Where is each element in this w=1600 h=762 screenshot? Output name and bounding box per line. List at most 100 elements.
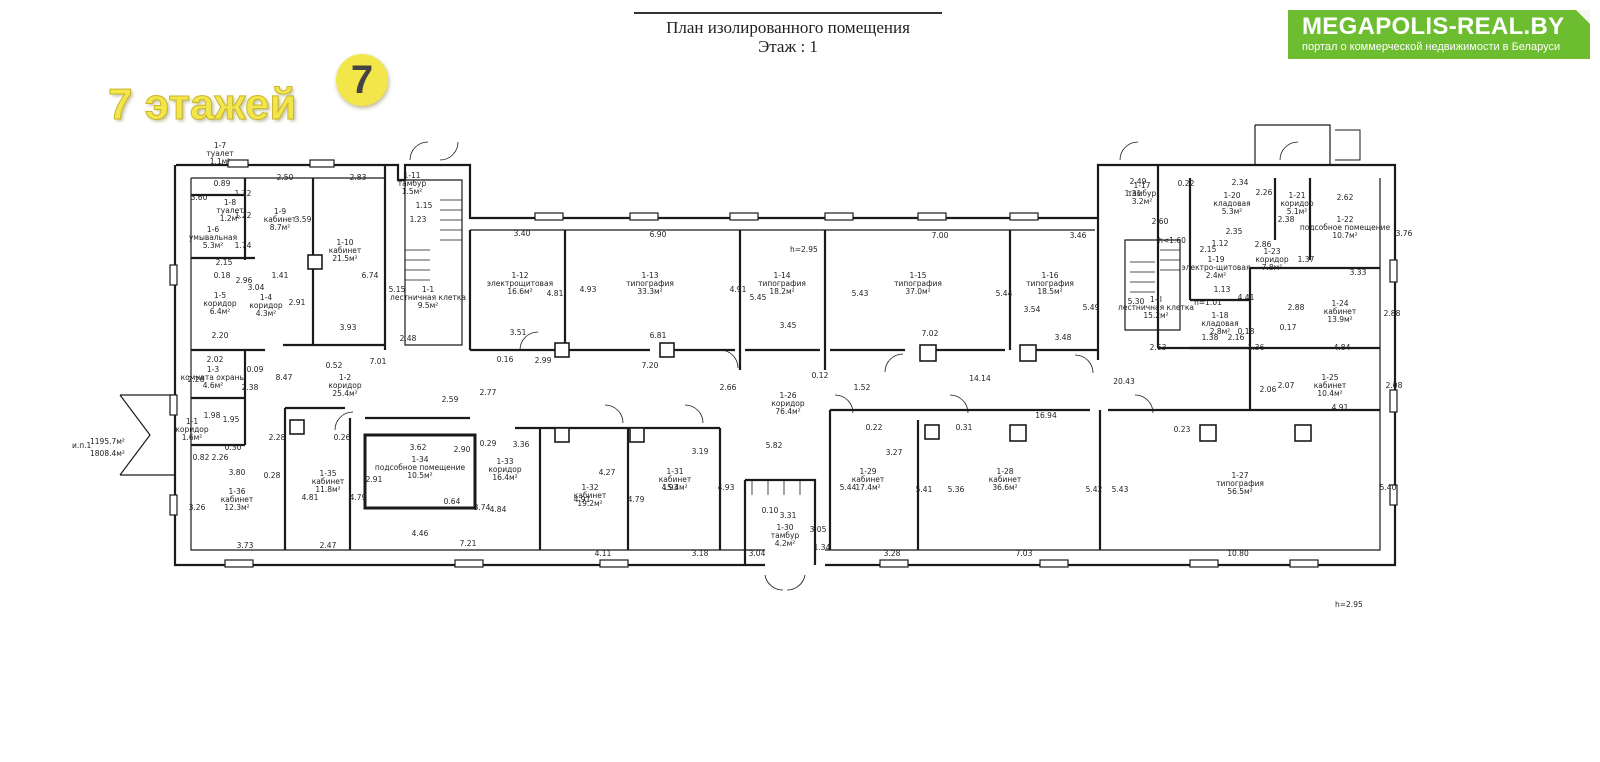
- dimension-label: 4.27: [599, 468, 616, 477]
- dimension-label: 1.32: [235, 189, 252, 198]
- dimension-label: 3.93: [340, 323, 357, 332]
- dimension-label: 3.04: [749, 549, 766, 558]
- total-area-1: 1195.7м²: [90, 437, 125, 446]
- dimension-label: 2.59: [442, 395, 459, 404]
- dimension-label: 20.43: [1113, 377, 1135, 386]
- dimension-label: 5.43: [1112, 485, 1129, 494]
- dimension-label: 3.60: [191, 193, 208, 202]
- corner-fold-icon: [1576, 10, 1590, 24]
- dimension-label: 2.90: [454, 445, 471, 454]
- dimension-label: 2.63: [1150, 343, 1167, 352]
- dimension-label: 3.76: [1396, 229, 1413, 238]
- dimension-label: 0.10: [762, 506, 779, 515]
- dimension-label: 0.52: [326, 361, 343, 370]
- dimension-label: 0.22: [1178, 179, 1195, 188]
- title-rule: [634, 12, 942, 14]
- dimension-label: 4.84: [1334, 343, 1351, 352]
- dimension-label: 7.01: [370, 357, 387, 366]
- area-prefix: и.п.1: [72, 441, 92, 450]
- dimension-label: 8.47: [276, 373, 293, 382]
- dimension-label: 5.49: [1083, 303, 1100, 312]
- dimension-label: 2.49: [1130, 177, 1147, 186]
- dimension-label: 1.15: [416, 201, 433, 210]
- dimension-label: 3.80: [229, 468, 246, 477]
- dimension-label: 2.20: [212, 331, 229, 340]
- dimension-label: 7.03: [1016, 549, 1033, 558]
- dimension-label: 0.26: [334, 433, 351, 442]
- dimension-label: 5.40: [1380, 483, 1397, 492]
- dimension-label: 4.91: [1332, 403, 1349, 412]
- dimension-label: 4.46: [412, 529, 429, 538]
- dimension-label: 2.06: [1260, 385, 1277, 394]
- dimension-label: 3.36: [513, 440, 530, 449]
- dimension-label: 2.28: [269, 433, 286, 442]
- dimension-label: 2.38: [1278, 215, 1295, 224]
- columns: [289, 254, 1312, 443]
- dimension-label: 3.46: [1070, 231, 1087, 240]
- stair-treads: [405, 199, 1180, 495]
- badge-icon: 7: [336, 54, 388, 106]
- dimension-label: 2.77: [480, 388, 497, 397]
- dimension-label: 5.36: [948, 485, 965, 494]
- corridor-ceiling-height: h=2.95: [790, 245, 818, 254]
- dimension-label: 4.93: [580, 285, 597, 294]
- ceiling-height: h=2.95: [1335, 600, 1363, 609]
- dimension-label: 1.23: [410, 215, 427, 224]
- dimension-label: 0.16: [497, 355, 514, 364]
- dimension-label: 1.52: [854, 383, 871, 392]
- dimension-label: h<1.60: [1158, 236, 1186, 245]
- dimension-label: 2.88: [1384, 309, 1401, 318]
- dimension-label: 6.81: [650, 331, 667, 340]
- dimension-label: 2.16: [1228, 333, 1245, 342]
- dimension-label: 2.91: [289, 298, 306, 307]
- dimension-label: 2.47: [320, 541, 337, 550]
- dimension-label: 0.18: [214, 271, 231, 280]
- dimension-label: 4.91: [574, 495, 591, 504]
- dimension-label: 3.33: [1350, 268, 1367, 277]
- dimension-label: 2.38: [242, 383, 259, 392]
- dimension-label: 16.94: [1035, 411, 1057, 420]
- dimension-label: 3.40: [514, 229, 531, 238]
- dimension-label: 3.51: [510, 328, 527, 337]
- dimension-label: 0.12: [812, 371, 829, 380]
- dimension-label: 4.84: [490, 505, 507, 514]
- dimension-label: 3.54: [1024, 305, 1041, 314]
- dimension-label: 4.81: [547, 289, 564, 298]
- dimension-label: 0.82: [193, 453, 210, 462]
- badge-number: 7: [350, 58, 374, 102]
- dimension-label: 5.44: [996, 289, 1013, 298]
- brand-banner[interactable]: MEGAPOLIS-REAL.BY портал о коммерческой …: [1288, 10, 1590, 59]
- dimension-label: 1.12: [1212, 239, 1229, 248]
- plan-title: План изолированного помещения: [666, 18, 910, 37]
- dimension-label: 0.30: [225, 443, 242, 452]
- total-area-2: 1808.4м²: [90, 449, 125, 458]
- dimension-label: 0.18: [1238, 327, 1255, 336]
- dimension-label: 0.22: [866, 423, 883, 432]
- dimension-label: 0.23: [1174, 425, 1191, 434]
- brand-name: MEGAPOLIS-REAL.BY: [1302, 13, 1565, 40]
- dimension-label: 3.18: [692, 549, 709, 558]
- dimension-label: 0.31: [956, 423, 973, 432]
- dimension-label: 1.36: [1248, 343, 1265, 352]
- dimension-label: 0.29: [480, 439, 497, 448]
- dimension-label: 2.48: [400, 334, 417, 343]
